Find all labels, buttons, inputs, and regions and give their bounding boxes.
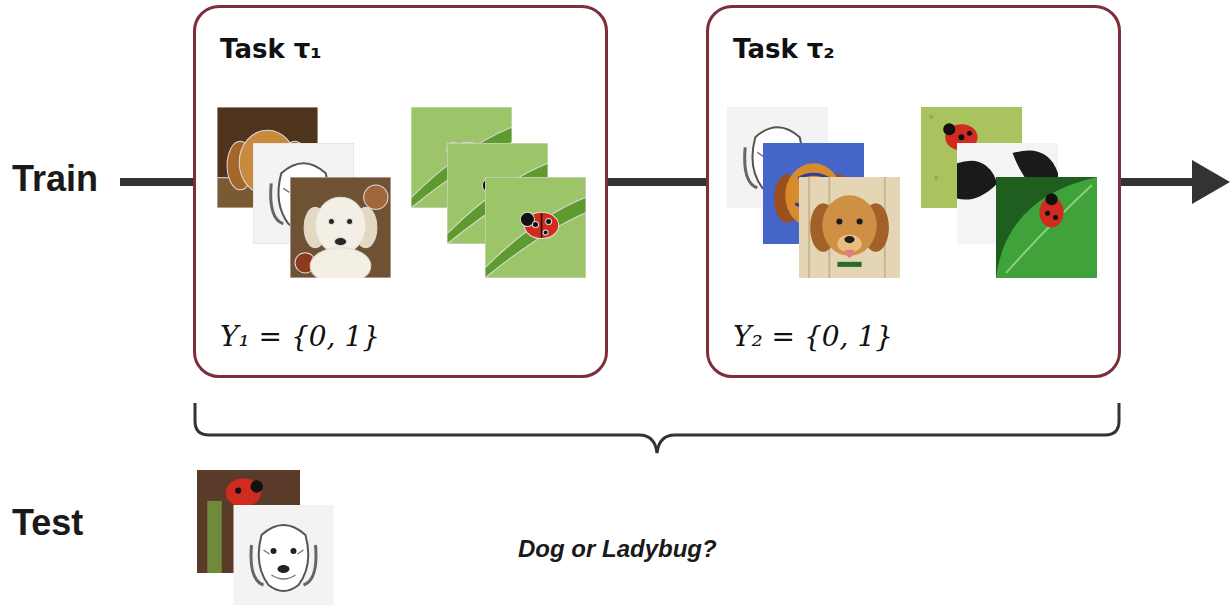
stage-label: Test: [12, 502, 83, 544]
task-heading: Task τ₁: [220, 34, 322, 64]
stage-label: Train: [12, 158, 98, 200]
task-box: Task τ₂ Y₂ = {0, 1}: [706, 5, 1121, 378]
question-text: Dog or Ladybug?: [518, 535, 717, 563]
task-heading: Task τ₂: [733, 34, 835, 64]
timeline-connector: [608, 178, 706, 186]
label-set: Y₁ = {0, 1}: [220, 320, 380, 353]
label-set: Y₂ = {0, 1}: [733, 320, 893, 353]
task-box: Task τ₁ Y₁ = {0, 1}: [193, 5, 608, 378]
